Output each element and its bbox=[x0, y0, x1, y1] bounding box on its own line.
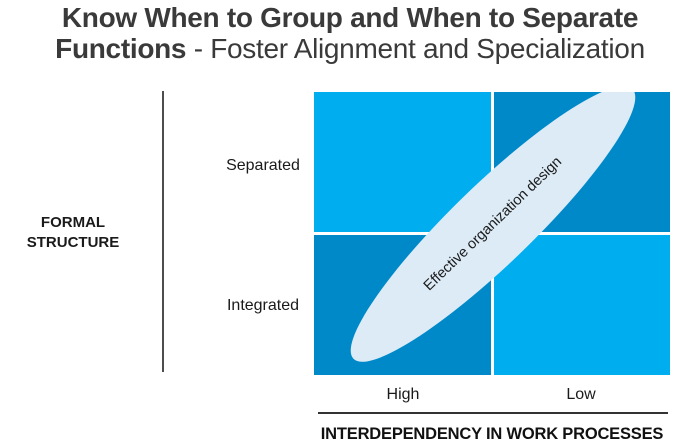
y-axis-line bbox=[162, 91, 164, 372]
y-axis-title: FORMAL STRUCTURE bbox=[13, 213, 133, 253]
y-axis-title-line2: STRUCTURE bbox=[26, 234, 120, 251]
row-label-integrated: Integrated bbox=[226, 297, 300, 314]
slide-title-line2-rest: - Foster Alignment and Specialization bbox=[186, 33, 645, 64]
row-label-separated: Separated bbox=[226, 157, 300, 174]
slide-title-line2: Functions - Foster Alignment and Special… bbox=[0, 33, 700, 64]
quadrant-integrated-low bbox=[493, 235, 670, 375]
x-axis-line bbox=[318, 412, 668, 414]
slide-title-line1: Know When to Group and When to Separate bbox=[61, 2, 639, 33]
y-axis-title-line1: FORMAL bbox=[40, 214, 106, 231]
slide-title: Know When to Group and When to Separate … bbox=[0, 2, 700, 64]
matrix-2x2: Effective organization design bbox=[314, 92, 670, 375]
col-label-high: High bbox=[386, 386, 420, 403]
slide-title-line2-bold: Functions bbox=[55, 33, 187, 64]
x-axis-title: INTERDEPENDENCY IN WORK PROCESSES bbox=[320, 425, 664, 443]
col-label-low: Low bbox=[566, 386, 596, 403]
